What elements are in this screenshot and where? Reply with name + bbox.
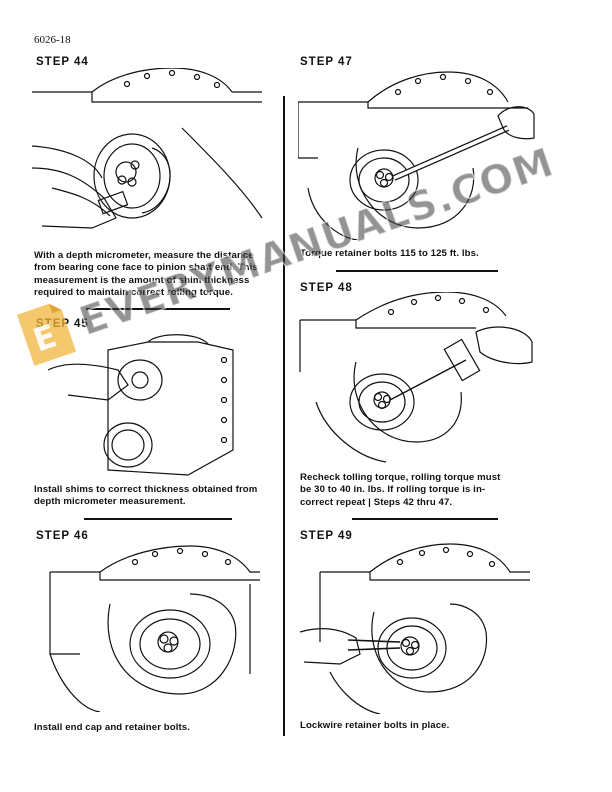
caption-line: Lockwire retainer bolts in place. [300,720,450,731]
step-47-title: STEP 47 [300,56,353,68]
caption-line: Install end cap and retainer bolts. [34,722,190,733]
section-divider [84,518,232,520]
step-45-title: STEP 45 [36,318,89,330]
step-44-illustration [32,68,272,240]
step-49-illustration [300,542,536,714]
caption-line: correct repeat | Steps 42 thru 47. [300,496,453,508]
caption-line: With a depth micrometer, measure the dis… [34,250,254,261]
step-48-illustration [296,292,536,464]
section-divider [336,270,498,272]
step-49-title: STEP 49 [300,530,353,542]
caption-line: Recheck tolling torque, rolling torque m… [300,472,501,483]
section-divider [86,308,230,310]
step-44-title: STEP 44 [36,56,89,68]
step-48-caption: Recheck tolling torque, rolling torque m… [300,472,540,509]
column-divider [283,96,285,736]
caption-line: depth micrometer measurement. [34,496,186,508]
step-48-title: STEP 48 [300,282,353,294]
step-45-illustration [48,330,248,480]
caption-line: measurement is the amount of shim thickn… [34,274,250,286]
section-divider [352,518,498,520]
caption-line: from bearing cone face to pinion shaft e… [34,262,258,274]
caption-line: required to maintain correct rolling tor… [34,287,233,299]
step-47-caption: Torque retainer bolts 115 to 125 ft. lbs… [300,248,550,260]
caption-line: be 30 to 40 in. lbs. If rolling torque i… [300,484,486,496]
step-45-caption: Install shims to correct thickness obtai… [34,484,274,509]
step-49-caption: Lockwire retainer bolts in place. [300,720,540,732]
caption-line: Install shims to correct thickness obtai… [34,484,258,495]
step-47-illustration [298,68,538,240]
step-46-title: STEP 46 [36,530,89,542]
caption-line: Torque retainer bolts 115 to 125 ft. lbs… [300,248,479,259]
step-46-caption: Install end cap and retainer bolts. [34,722,274,734]
page-number: 6026-18 [34,34,71,46]
step-44-caption: With a depth micrometer, measure the dis… [34,250,274,300]
step-46-illustration [40,544,270,712]
